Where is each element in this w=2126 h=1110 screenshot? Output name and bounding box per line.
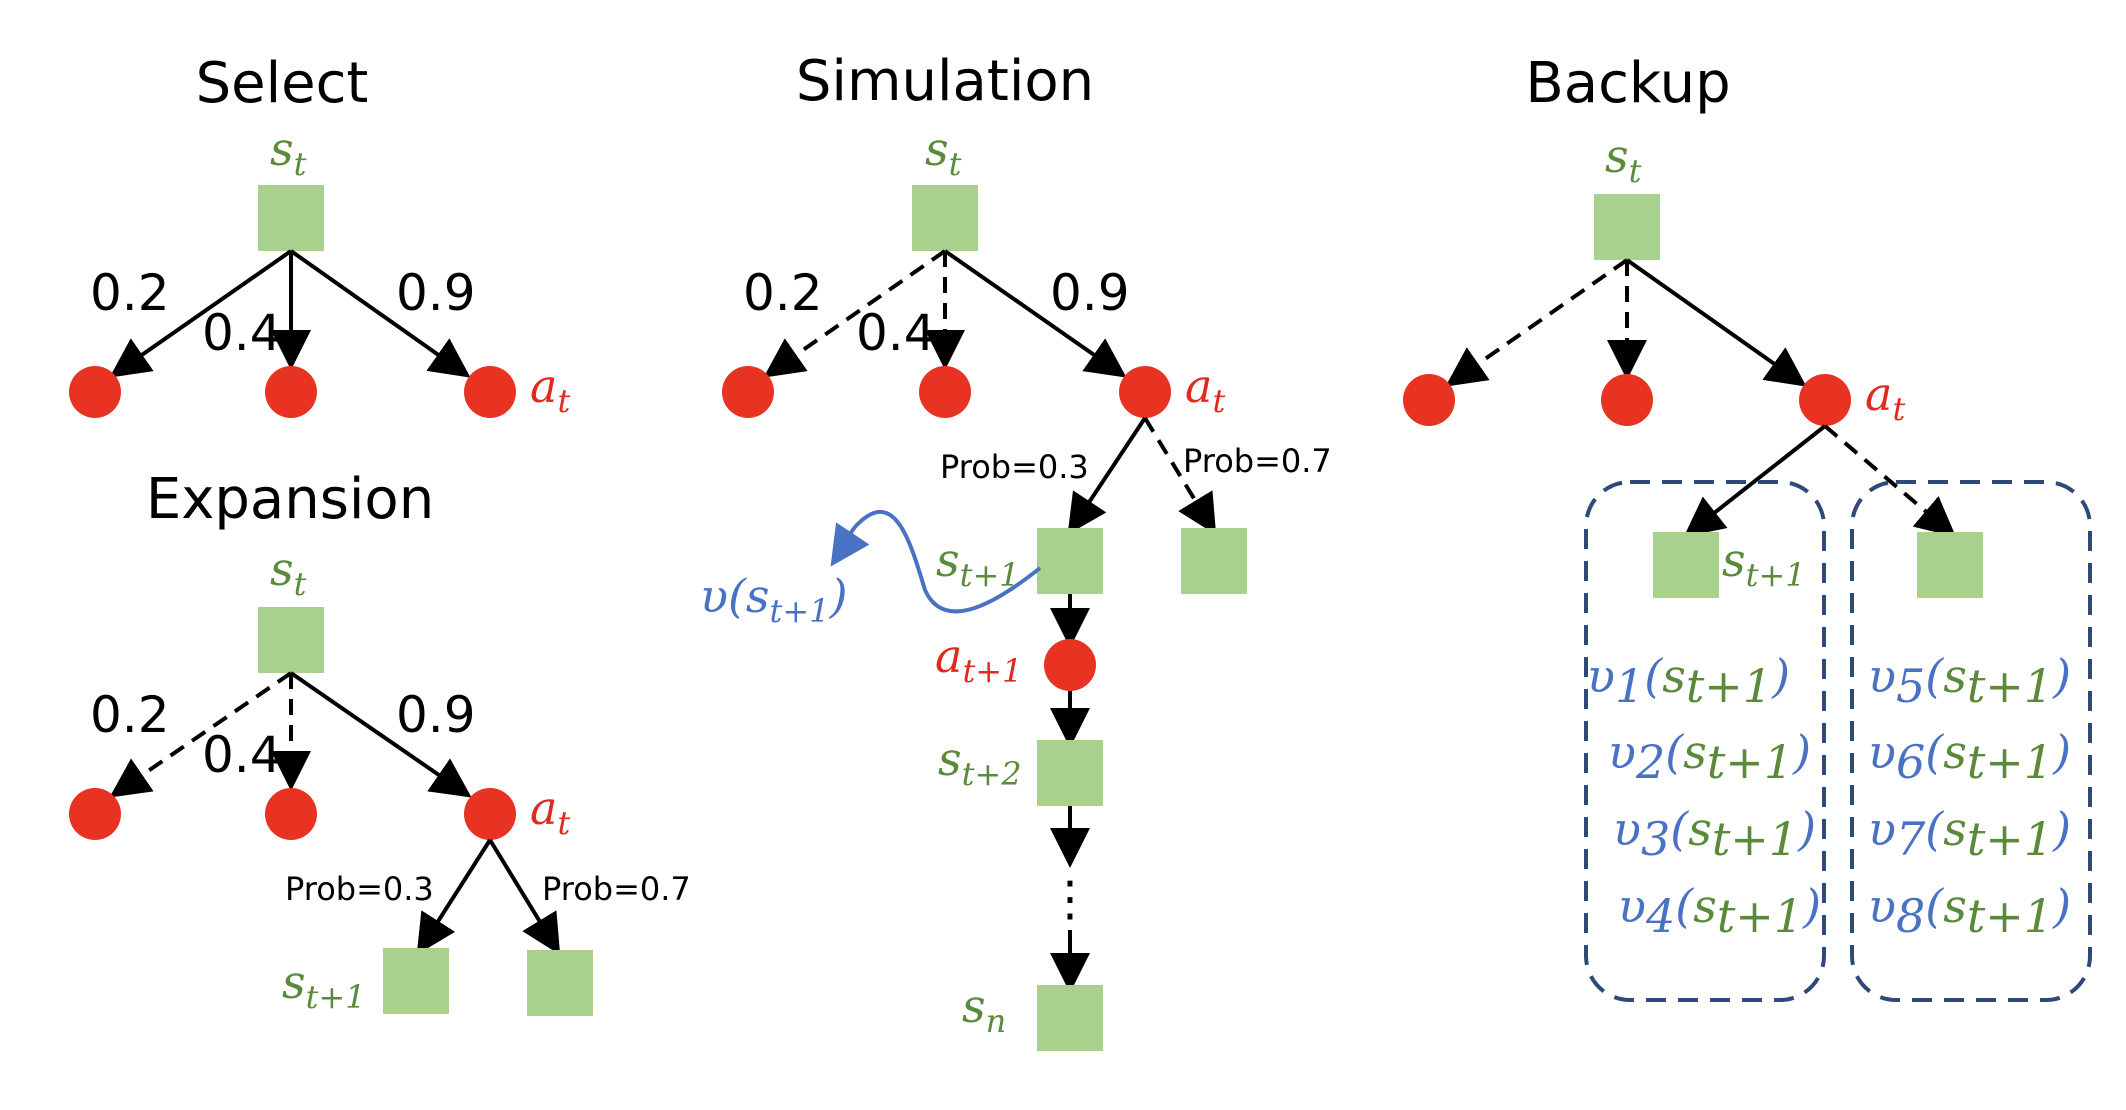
value-group-left: [1584, 480, 1826, 1002]
expansion-prob-1: 0.2: [90, 686, 170, 744]
state-node-st: [258, 607, 324, 673]
expansion-prob-3: 0.9: [396, 686, 476, 744]
edge-backup-at: [1625, 258, 1807, 387]
select-prob-1: 0.2: [90, 264, 170, 322]
edge-backup-s2: [1823, 424, 1957, 538]
edge-select-a3: [289, 249, 471, 378]
simulation-title: Simulation: [796, 49, 1094, 114]
action-node-at: [464, 788, 516, 840]
edge-simulation-at: [943, 249, 1127, 378]
select-prob-3: 0.9: [396, 264, 476, 322]
backup-value-2: υ2(st+1): [1608, 725, 1811, 789]
backup-value-1: υ1(st+1): [1587, 649, 1790, 713]
expansion-title: Expansion: [146, 467, 434, 532]
action-node-at: [1119, 366, 1171, 418]
simulation-cond-prob-1: Prob=0.3: [940, 448, 1089, 486]
backup-value-4: υ4(st+1): [1618, 879, 1821, 943]
action-label-at: at: [1865, 367, 1905, 428]
expansion-prob-2: 0.4: [202, 726, 282, 784]
edge-expansion-s1: [416, 838, 492, 955]
action-node-at1: [1044, 639, 1096, 691]
action-node-1: [69, 366, 121, 418]
action-node-2: [1601, 374, 1653, 426]
state-label-st: st: [270, 542, 307, 603]
value-label-st1: υ(st+1): [700, 569, 848, 630]
state-node-st2: [1037, 740, 1103, 806]
edge-select-a1: [109, 249, 293, 378]
state-node-st1: [1037, 528, 1103, 594]
state-label-sn: sn: [962, 979, 1006, 1040]
backup-value-3: υ3(st+1): [1613, 802, 1816, 866]
simulation-panel: Simulation st 0.2 0.4 0.9 at Prob=0.3 Pr…: [700, 49, 1332, 1051]
ellipsis: ⋮: [1046, 871, 1094, 927]
action-label-at: at: [530, 781, 570, 842]
edge-expansion-at: [289, 671, 472, 798]
simulation-cond-prob-2: Prob=0.7: [1183, 442, 1332, 480]
action-label-at: at: [1185, 359, 1225, 420]
select-title: Select: [196, 51, 369, 116]
action-label-at1: at+1: [935, 629, 1022, 690]
action-node-1: [69, 788, 121, 840]
select-panel: Select st 0.2 0.4 0.9 at: [69, 51, 570, 420]
value-group-right: [1850, 480, 2092, 1002]
edge-simulation-s1: [1067, 416, 1147, 535]
state-node-st: [1594, 194, 1660, 260]
action-node-1: [722, 366, 774, 418]
action-node-2: [265, 366, 317, 418]
state-node-st1-alt: [527, 950, 593, 1016]
expansion-cond-prob-2: Prob=0.7: [542, 870, 691, 908]
action-node-1: [1403, 374, 1455, 426]
simulation-prob-3: 0.9: [1050, 264, 1130, 322]
backup-value-6: υ6(st+1): [1868, 725, 2071, 789]
state-label-st: st: [925, 122, 962, 183]
backup-value-7: υ7(st+1): [1868, 802, 2071, 866]
expansion-cond-prob-1: Prob=0.3: [285, 870, 434, 908]
expansion-panel: Expansion st 0.2 0.4 0.9 at Prob=0.3 Pro…: [69, 467, 691, 1016]
edge-backup-s1: [1683, 424, 1827, 537]
simulation-prob-1: 0.2: [743, 264, 823, 322]
value-squiggle-arrow: [830, 509, 1042, 614]
select-prob-2: 0.4: [202, 304, 282, 362]
state-label-st1: st+1: [936, 533, 1020, 594]
state-node-st1: [383, 948, 449, 1014]
state-label-st: st: [270, 122, 307, 183]
state-node-st: [912, 185, 978, 251]
edge-simulation-s2: [1143, 416, 1217, 535]
state-label-st: st: [1605, 129, 1642, 190]
state-label-st2: st+2: [938, 732, 1022, 793]
state-node-st1: [1653, 532, 1719, 598]
edge-simulation-a1: [763, 249, 947, 378]
state-node-st1-alt: [1181, 528, 1247, 594]
state-node-sn: [1037, 985, 1103, 1051]
backup-value-8: υ8(st+1): [1868, 879, 2071, 943]
action-node-2: [265, 788, 317, 840]
state-node-st1-alt: [1917, 532, 1983, 598]
backup-title: Backup: [1525, 51, 1730, 116]
edge-backup-a1: [1445, 258, 1629, 387]
action-node-at: [1799, 374, 1851, 426]
state-label-st1: st+1: [282, 955, 366, 1016]
state-label-st1: st+1: [1722, 533, 1806, 594]
action-label-at: at: [530, 359, 570, 420]
backup-panel: Backup st at st+1 υ1(st+1) υ2(st+1) υ3(s…: [1403, 51, 2092, 1002]
edge-expansion-s2: [488, 838, 561, 955]
simulation-prob-2: 0.4: [856, 304, 936, 362]
edge-expansion-a1: [109, 671, 293, 798]
state-node-st: [258, 185, 324, 251]
action-node-2: [919, 366, 971, 418]
action-node-at: [464, 366, 516, 418]
backup-value-5: υ5(st+1): [1868, 649, 2071, 713]
